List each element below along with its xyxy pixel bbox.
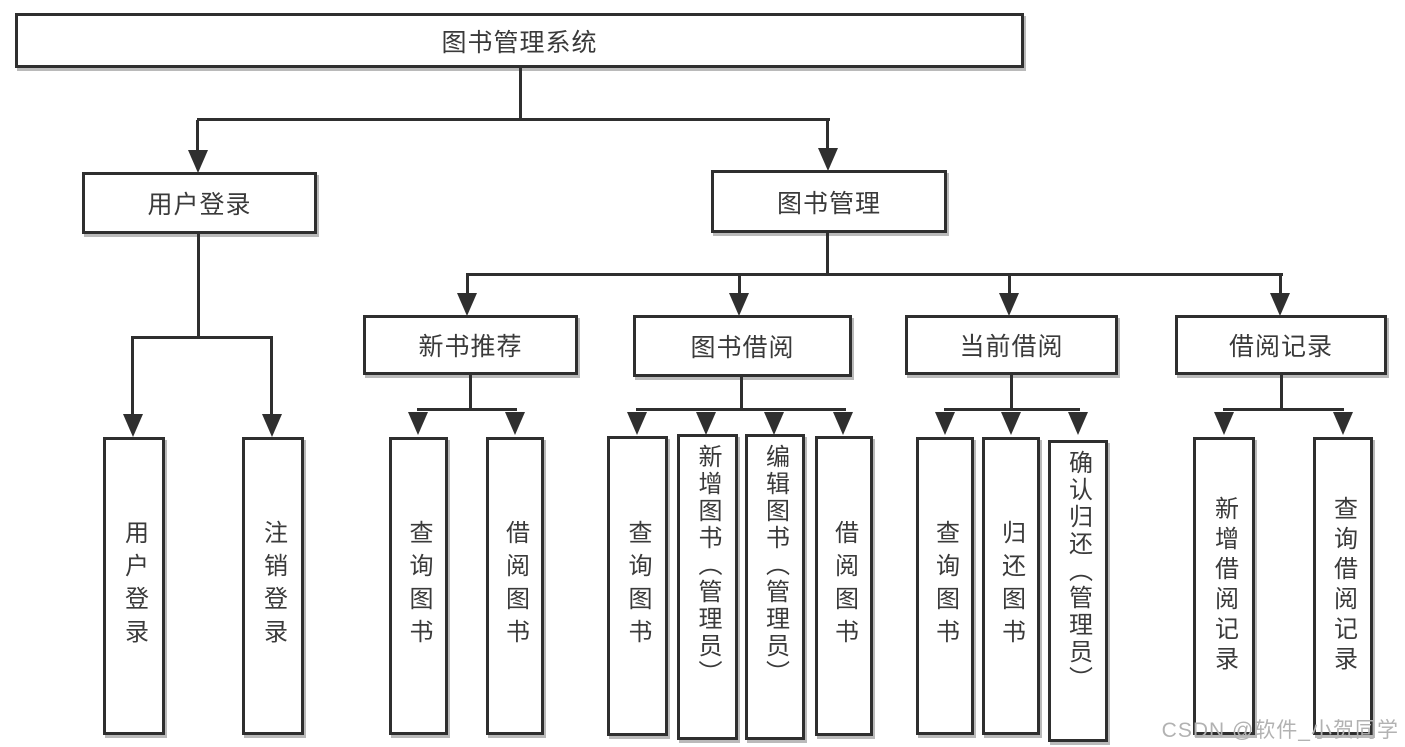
connector-line (1008, 276, 1011, 296)
connector-line (270, 338, 273, 416)
leaf-label: 用户登录 (120, 520, 148, 652)
connector-line (636, 408, 846, 411)
leaf-label: 编辑图书（管理员） (761, 444, 789, 687)
connector-line (1223, 408, 1344, 411)
node-root: 图书管理系统 (15, 13, 1024, 68)
node-book-management: 图书管理 (711, 170, 947, 233)
node-user-login-label: 用户登录 (147, 191, 252, 219)
connector-line (197, 118, 830, 121)
arrowhead-down-icon (818, 148, 838, 171)
leaf-node-recommend-borrow-book: 借阅图书 (486, 437, 544, 735)
leaf-node-add-borrow-record: 新增借阅记录 (1193, 437, 1255, 735)
arrowhead-down-icon (1333, 412, 1353, 435)
connector-line (417, 408, 517, 411)
connector-line (469, 375, 472, 411)
connector-line (740, 377, 743, 411)
arrowhead-down-icon (457, 293, 477, 316)
node-borrow-record: 借阅记录 (1175, 315, 1387, 375)
leaf-label: 借阅图书 (501, 520, 529, 652)
arrowhead-down-icon (935, 412, 955, 435)
connector-line (519, 68, 522, 120)
arrowhead-down-icon (262, 414, 282, 437)
connector-line (826, 233, 829, 275)
connector-line (131, 336, 273, 339)
leaf-label: 新增借阅记录 (1210, 496, 1238, 676)
leaf-node-edit-book-admin: 编辑图书（管理员） (745, 434, 805, 740)
leaf-label: 查询借阅记录 (1329, 496, 1357, 676)
leaf-label: 注销登录 (259, 520, 287, 652)
connector-line (944, 408, 1080, 411)
arrowhead-down-icon (1068, 412, 1088, 435)
leaf-node-confirm-return-admin: 确认归还（管理员） (1048, 440, 1108, 742)
leaf-node-borrow-borrow-book: 借阅图书 (815, 436, 873, 736)
node-new-book-recommend-label: 新书推荐 (418, 333, 523, 361)
leaf-label: 借阅图书 (830, 520, 858, 652)
node-borrow-record-label: 借阅记录 (1228, 333, 1334, 361)
connector-line (1280, 375, 1283, 411)
arrowhead-down-icon (627, 412, 647, 435)
leaf-label: 查询图书 (931, 520, 959, 652)
arrowhead-down-icon (833, 412, 853, 435)
connector-line (197, 234, 200, 338)
arrowhead-down-icon (1270, 293, 1290, 316)
arrowhead-down-icon (1214, 412, 1234, 435)
connector-line (466, 276, 469, 296)
node-current-borrow-label: 当前借阅 (959, 333, 1064, 361)
connector-line (196, 120, 199, 152)
node-book-borrow-label: 图书借阅 (690, 334, 795, 362)
arrowhead-down-icon (123, 414, 143, 437)
connector-line (738, 276, 741, 296)
leaf-label: 新增图书（管理员） (694, 444, 721, 687)
leaf-label: 查询图书 (624, 520, 651, 652)
leaf-node-user-login: 用户登录 (103, 437, 165, 735)
connector-line (826, 120, 829, 150)
node-current-borrow: 当前借阅 (905, 315, 1118, 375)
arrowhead-down-icon (408, 412, 428, 435)
connector-line (1279, 276, 1282, 296)
csdn-watermark: CSDN @软件_小贺同学 (1161, 719, 1399, 742)
leaf-node-recommend-query-book: 查询图书 (389, 437, 448, 735)
connector-line (131, 338, 134, 416)
node-book-management-label: 图书管理 (776, 189, 882, 218)
leaf-label: 确认归还（管理员） (1064, 450, 1092, 693)
leaf-node-borrow-query-book: 查询图书 (607, 436, 668, 736)
connector-line (466, 273, 1283, 276)
arrowhead-down-icon (999, 293, 1019, 316)
arrowhead-down-icon (188, 150, 208, 173)
leaf-node-logout: 注销登录 (242, 437, 304, 735)
arrowhead-down-icon (764, 412, 784, 435)
leaf-node-return-book: 归还图书 (982, 437, 1040, 735)
leaf-node-add-book-admin: 新增图书（管理员） (677, 434, 738, 740)
leaf-label: 查询图书 (405, 520, 432, 652)
arrowhead-down-icon (505, 412, 525, 435)
node-user-login: 用户登录 (82, 172, 317, 234)
leaf-node-current-query-book: 查询图书 (916, 437, 974, 735)
arrowhead-down-icon (1001, 412, 1021, 435)
arrowhead-down-icon (696, 412, 716, 435)
connector-line (1010, 375, 1013, 411)
arrowhead-down-icon (729, 293, 749, 316)
node-book-borrow: 图书借阅 (633, 315, 852, 377)
leaf-node-query-borrow-record: 查询借阅记录 (1313, 437, 1373, 735)
node-root-label: 图书管理系统 (441, 28, 598, 57)
node-new-book-recommend: 新书推荐 (363, 315, 578, 375)
leaf-label: 归还图书 (997, 520, 1025, 652)
